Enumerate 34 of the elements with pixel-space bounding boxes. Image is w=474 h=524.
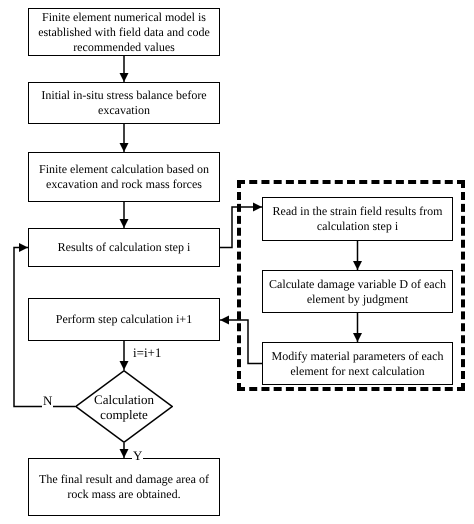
step-text: Perform step calculation i+1 — [54, 312, 194, 327]
step-text: Finite element calculation based on excavation and rock mass forces — [38, 162, 210, 192]
arrow — [120, 202, 128, 228]
arrow — [220, 316, 262, 364]
step-text: Finite element numerical model is established with field data and code recommended values — [37, 10, 211, 54]
step-text: Modify material parameters of each element for next calculation — [270, 348, 444, 378]
arrow — [120, 341, 128, 370]
process-box — [28, 152, 220, 202]
step-text: Calculation complete — [93, 392, 155, 422]
arrow — [353, 241, 362, 270]
process-box — [28, 458, 220, 516]
dashed-group-box — [237, 180, 465, 391]
edge-label: N — [42, 394, 54, 408]
edge-label: Y — [132, 449, 144, 463]
arrow — [120, 124, 128, 152]
step-text: Read in the strain field results from calculation step i — [272, 204, 444, 234]
process-box — [28, 298, 220, 341]
arrow — [120, 443, 128, 458]
process-box — [262, 197, 453, 241]
edge-label: i=i+1 — [132, 346, 162, 360]
step-text: The final result and damage area of rock mass are obtained. — [38, 472, 210, 502]
arrow — [353, 313, 362, 342]
arrow — [120, 56, 128, 82]
decision-diamond — [75, 370, 173, 443]
process-box — [28, 228, 220, 267]
step-text: Calculate damage variable D of each element by judgment — [268, 276, 447, 306]
process-box — [262, 270, 453, 313]
process-box — [28, 8, 220, 56]
step-text: Results of calculation step i — [56, 240, 192, 255]
step-text: Initial in-situ stress balance before excavation — [40, 88, 208, 118]
process-box — [28, 82, 220, 124]
arrow — [220, 202, 262, 248]
arrow — [13, 243, 75, 408]
process-box — [262, 342, 453, 385]
